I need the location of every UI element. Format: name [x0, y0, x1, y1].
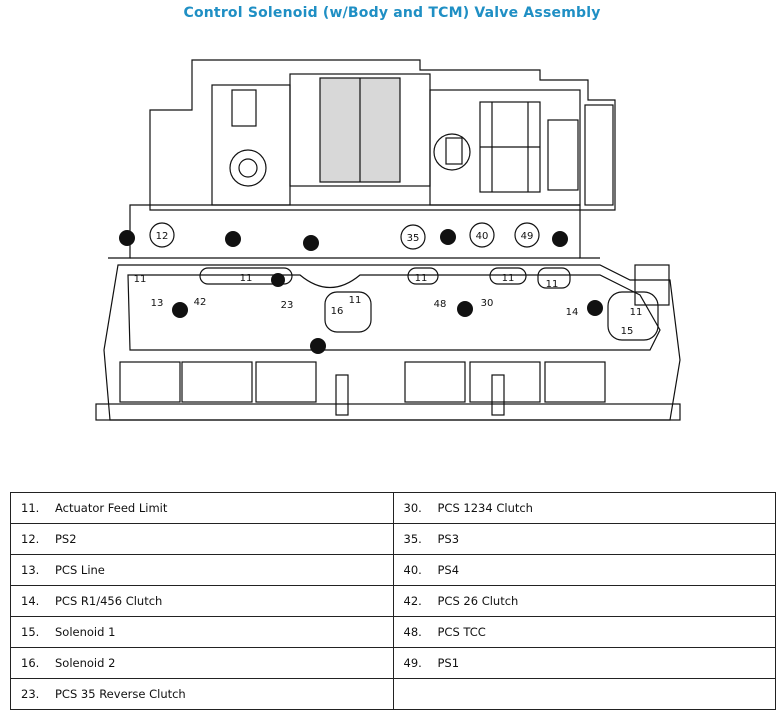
- legend-number: 15.: [21, 625, 40, 639]
- base-plate: [95, 403, 681, 421]
- legend-row: 23. PCS 35 Reverse Clutch: [10, 678, 776, 710]
- legend-label: PCS 1234 Clutch: [437, 501, 533, 515]
- rail-hole-1: [119, 230, 135, 246]
- legend-cell-left: 11. Actuator Feed Limit: [10, 492, 394, 524]
- legend-row: 16. Solenoid 2 49. PS1: [10, 647, 776, 679]
- legend-label: PCS 26 Clutch: [437, 594, 519, 608]
- legend-number: 30.: [403, 501, 422, 515]
- legend-cell-right: [392, 678, 776, 710]
- label-15: 15: [621, 326, 634, 337]
- legend-number: 49.: [403, 656, 422, 670]
- legend-number: 42.: [403, 594, 422, 608]
- label-11-d: 11: [415, 273, 428, 284]
- legend-label: PS4: [437, 563, 460, 577]
- rail-hole-4: [440, 229, 456, 245]
- legend-number: 48.: [403, 625, 422, 639]
- legend-number: 11.: [21, 501, 40, 515]
- legend-cell-right: 48. PCS TCC: [392, 616, 776, 648]
- label-12: 12: [156, 231, 169, 242]
- rail-hole-5: [552, 231, 568, 247]
- label-11-e: 11: [502, 273, 515, 284]
- label-13: 13: [151, 298, 164, 309]
- legend-row: 12. PS2 35. PS3: [10, 523, 776, 555]
- label-11-b: 11: [240, 273, 253, 284]
- connector: [634, 264, 670, 306]
- legend-row: 15. Solenoid 1 48. PCS TCC: [10, 616, 776, 648]
- label-49: 49: [521, 231, 534, 242]
- label-11-a: 11: [134, 274, 147, 285]
- legend-number: 35.: [403, 532, 422, 546]
- label-16: 16: [331, 306, 344, 317]
- rail-hole-2: [225, 231, 241, 247]
- label-35: 35: [407, 233, 420, 244]
- label-11-c: 11: [349, 295, 362, 306]
- legend-cell-right: 40. PS4: [392, 554, 776, 586]
- valve-assembly-diagram: 12 35 40 49 11 11 13 42 23 16 11 11 11 4…: [95, 59, 681, 421]
- legend-label: Solenoid 1: [55, 625, 116, 639]
- valve-body: [103, 264, 681, 421]
- legend-number: 13.: [21, 563, 40, 577]
- legend-label: PCS R1/456 Clutch: [55, 594, 163, 608]
- legend-cell-left: 23. PCS 35 Reverse Clutch: [10, 678, 394, 710]
- legend-label: PCS 35 Reverse Clutch: [55, 687, 186, 701]
- mounting-rail: [108, 204, 600, 259]
- legend-number: 40.: [403, 563, 422, 577]
- legend-row: 11. Actuator Feed Limit 30. PCS 1234 Clutch: [10, 492, 776, 524]
- legend-cell-right: 30. PCS 1234 Clutch: [392, 492, 776, 524]
- legend-number: 12.: [21, 532, 40, 546]
- legend-label: PS1: [437, 656, 460, 670]
- legend-row: 14. PCS R1/456 Clutch 42. PCS 26 Clutch: [10, 585, 776, 617]
- legend-label: PS3: [437, 532, 460, 546]
- label-11-f: 11: [546, 279, 559, 290]
- legend-number: 16.: [21, 656, 40, 670]
- label-23: 23: [281, 300, 294, 311]
- left-bracket: [211, 84, 291, 206]
- page-title: Control Solenoid (w/Body and TCM) Valve …: [183, 5, 601, 21]
- left-boss: [229, 149, 267, 187]
- label-30: 30: [481, 298, 494, 309]
- legend-row: 13. PCS Line 40. PS4: [10, 554, 776, 586]
- upper-housing: [149, 59, 616, 211]
- legend-cell-left: 13. PCS Line: [10, 554, 394, 586]
- solenoid-pack-d: [404, 361, 466, 403]
- legend-cell-left: 15. Solenoid 1: [10, 616, 394, 648]
- legend-label: Solenoid 2: [55, 656, 116, 670]
- right-boss: [433, 133, 471, 171]
- label-40: 40: [476, 231, 489, 242]
- legend-table: 11. Actuator Feed Limit 30. PCS 1234 Clutch…: [10, 492, 776, 710]
- legend-cell-left: 12. PS2: [10, 523, 394, 555]
- solenoid-pack-a: [119, 361, 181, 403]
- legend-cell-left: 16. Solenoid 2: [10, 647, 394, 679]
- legend-label: PCS TCC: [437, 625, 486, 639]
- rail-hole-3: [303, 235, 319, 251]
- label-11-g: 11: [630, 307, 643, 318]
- label-42: 42: [194, 297, 207, 308]
- solenoid-pack-b: [181, 361, 253, 403]
- legend-cell-right: 42. PCS 26 Clutch: [392, 585, 776, 617]
- legend-label: PCS Line: [55, 563, 105, 577]
- legend-label: PS2: [55, 532, 77, 546]
- legend-cell-left: 14. PCS R1/456 Clutch: [10, 585, 394, 617]
- legend-label: Actuator Feed Limit: [55, 501, 168, 515]
- label-48: 48: [434, 299, 447, 310]
- legend-cell-right: 35. PS3: [392, 523, 776, 555]
- legend-number: 23.: [21, 687, 40, 701]
- solenoid-pack-f: [544, 361, 606, 403]
- legend-number: 14.: [21, 594, 40, 608]
- solenoid-pack-e: [469, 361, 541, 403]
- label-14: 14: [566, 307, 579, 318]
- solenoid-pack-c: [255, 361, 317, 403]
- legend-cell-right: 49. PS1: [392, 647, 776, 679]
